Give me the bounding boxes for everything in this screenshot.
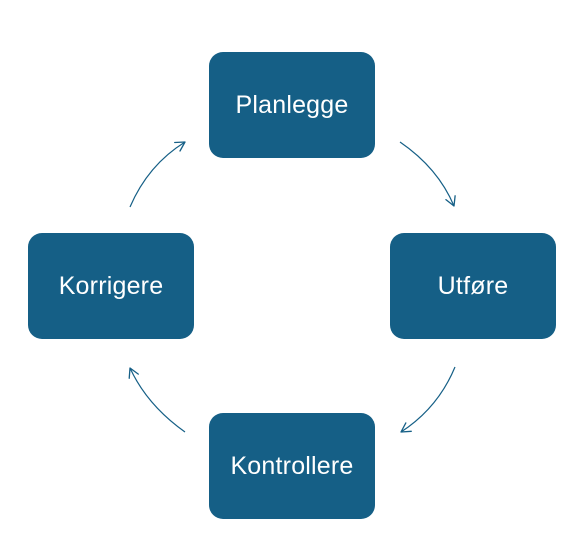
arrow-plan-to-execute: [399, 141, 456, 207]
step-execute-label: Utføre: [437, 271, 509, 300]
step-execute-box: Utføre: [390, 233, 556, 339]
arrow-correct-to-plan: [129, 141, 186, 208]
step-correct-box: Korrigere: [28, 233, 194, 339]
arrow-execute-to-check: [400, 366, 456, 433]
step-check-box: Kontrollere: [209, 413, 375, 519]
step-correct-label: Korrigere: [58, 271, 164, 300]
step-check-label: Kontrollere: [230, 451, 354, 480]
step-plan-box: Planlegge: [209, 52, 375, 158]
arrow-check-to-correct: [128, 367, 186, 433]
step-plan-label: Planlegge: [235, 90, 349, 119]
